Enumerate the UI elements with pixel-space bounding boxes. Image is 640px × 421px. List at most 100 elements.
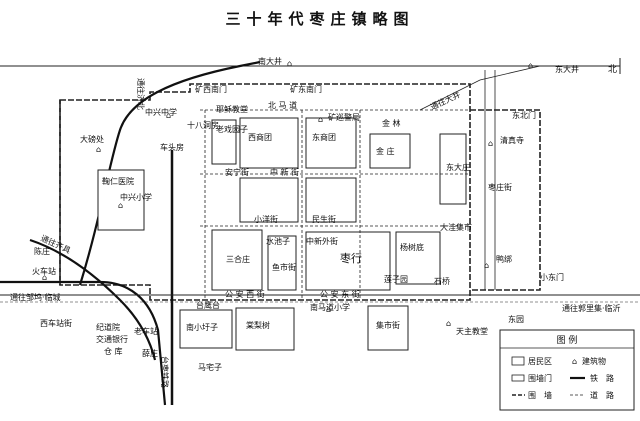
label-shuichizi: 水池子 — [266, 236, 290, 246]
legend-railway: 铁 路 — [590, 373, 614, 383]
building-icon: ⌂ — [42, 273, 47, 282]
legend-box — [499, 329, 635, 411]
block-jishijie — [367, 305, 409, 351]
block-yeliyuan — [235, 307, 295, 351]
block-xiaoyangjie — [239, 177, 299, 223]
label-cangku: 仓 库 — [104, 346, 123, 356]
map-title: 三十年代枣庄镇略图 — [225, 10, 414, 28]
label-kuang-dongnanmen: 矿东南门 — [290, 84, 322, 94]
label-tongwang-jingbei: 通往济北 — [136, 78, 146, 110]
label-dongyuan: 东园 — [508, 314, 524, 324]
legend-road: 道 路 — [590, 390, 614, 400]
label-kuang-ximenmen: 矿西南门 — [195, 84, 227, 94]
label-xichezhanjie: 西车站街 — [40, 318, 72, 328]
label-xuezhuang: 薛庄 — [142, 348, 158, 358]
label-nandajing: 南大井 — [258, 56, 282, 66]
building-icon: ⌂ — [287, 59, 292, 68]
north-arrow-label: 北 — [608, 64, 617, 75]
label-tianzhu-jiaotang: 天主教堂 — [456, 326, 488, 336]
label-jiaotong-yinhang: 交通银行 — [96, 334, 128, 344]
east-wall — [470, 109, 541, 291]
label-anning-jie: 安宁街 — [225, 167, 249, 177]
label-nanmaxiaoxue: 南马道小学 — [310, 302, 350, 312]
label-jinzhuang: 金 庄 — [376, 146, 395, 156]
label-laochezhan: 老车站 — [134, 326, 158, 336]
block-yangshudi — [395, 231, 441, 285]
block-xishangtuan — [239, 117, 299, 169]
block-minshengjie — [305, 177, 357, 223]
label-yangshudi: 杨树底 — [400, 242, 424, 252]
label-zaozhuang-jie: 枣庄街 — [488, 182, 512, 192]
label-minsheng-jie: 民生街 — [312, 214, 336, 224]
legend-residential-swatch — [511, 356, 525, 366]
building-icon: ⌂ — [488, 139, 493, 148]
label-nanxiaoyuzi: 南小圩子 — [186, 322, 218, 332]
building-icon: ⌂ — [326, 305, 331, 314]
railway-branch — [29, 238, 157, 361]
label-jidaoyuan: 纪道院 — [96, 322, 120, 332]
label-shiba-dongfang: 十八洞房 — [187, 120, 219, 130]
label-dongshangtuan: 东商团 — [312, 132, 336, 142]
label-xiaoyang-jie: 小洋街 — [254, 214, 278, 224]
label-laoxi-yuanzi: 老戏园子 — [216, 124, 248, 134]
label-dongdazhuang: 东大庄 — [446, 162, 470, 172]
block-jirenyiyuan — [97, 169, 145, 231]
label-yanxiang: 鸭绑 — [496, 254, 512, 264]
label-dongbeimen: 东北门 — [512, 110, 536, 120]
legend-gate: 围墙门 — [528, 373, 552, 383]
label-xiaodongmen: 小东门 — [540, 272, 564, 282]
railway-north — [78, 60, 261, 286]
building-icon: ⌂ — [446, 319, 451, 328]
building-icon: ⌂ — [528, 61, 533, 70]
label-jishi-jie: 鱼市街 — [272, 262, 296, 272]
label-mazhaizi: 马宅子 — [198, 362, 222, 372]
label-chenzhuang: 陈庄 — [34, 246, 50, 256]
road-to-dongdajing — [419, 65, 541, 111]
label-huochezhan: 火车站 — [32, 266, 56, 276]
building-icon: ⌂ — [318, 115, 323, 124]
label-zhongxin-waijie: 中新外街 — [306, 236, 338, 246]
block-nanxiaoyuzi — [179, 309, 233, 349]
label-jiao-jiaotang: 耶稣教堂 — [216, 104, 248, 114]
label-tongwang-xiyi: 通往邹坞·临城 — [10, 292, 61, 302]
label-jishi-jie-south: 集市街 — [376, 320, 400, 330]
legend-building: 建筑物 — [582, 356, 606, 366]
legend-title: 图 例 — [557, 334, 578, 346]
building-icon: ⌂ — [96, 145, 101, 154]
label-yeliyuan: 棠梨树 — [246, 320, 270, 330]
block-shuichizi — [267, 235, 297, 291]
block-dongdazhuang — [439, 133, 467, 205]
label-qingzhensi: 清真寺 — [500, 135, 524, 145]
legend-wall: 围 墙 — [528, 390, 552, 400]
label-dawazhuang: 大洼集市 — [440, 222, 472, 232]
block-dongshangtuan — [305, 117, 357, 169]
label-jinlin: 金 林 — [382, 118, 401, 128]
block-sanhezhuang — [211, 229, 263, 291]
label-dongdajing: 东大井 — [555, 64, 579, 74]
legend-gate-swatch — [511, 374, 525, 382]
label-gongandongjie: 公 安 东 街 — [320, 289, 360, 299]
label-jiren-yiyuan: 鞠仁医院 — [102, 176, 134, 186]
legend-residential: 居民区 — [528, 357, 552, 366]
building-icon: ⌂ — [484, 261, 489, 270]
label-zhongxing-xiaoxue: 中兴小学 — [120, 192, 152, 202]
block-jinzhuang — [369, 133, 411, 169]
building-icon: ⌂ — [118, 201, 123, 210]
label-sanhezhuang: 三合庄 — [226, 254, 250, 264]
label-tongwang-yiyi: 通往郭里集·临沂 — [562, 303, 621, 313]
building-icon: ⌂ — [572, 357, 577, 366]
label-beimalu: 北 马 道 — [268, 100, 297, 110]
label-chetoufang: 车头房 — [160, 142, 184, 152]
label-zaohang: 枣行 — [340, 252, 362, 265]
block-laoxiyuanzi — [211, 119, 237, 165]
label-zhongxin-jie: 中 新 街 — [270, 167, 299, 177]
block-zaohang — [305, 231, 391, 291]
label-taizao-tielu: 台枣铁路 — [160, 356, 170, 388]
label-dengzidi: 莲子园 — [384, 274, 408, 284]
label-taiyingtai: 台鹰台 — [196, 300, 220, 310]
label-kuang-jingju: 矿巡警局 — [328, 112, 360, 122]
label-xishangtuan: 西商团 — [248, 132, 272, 142]
building-icon: ⌂ — [166, 111, 171, 120]
